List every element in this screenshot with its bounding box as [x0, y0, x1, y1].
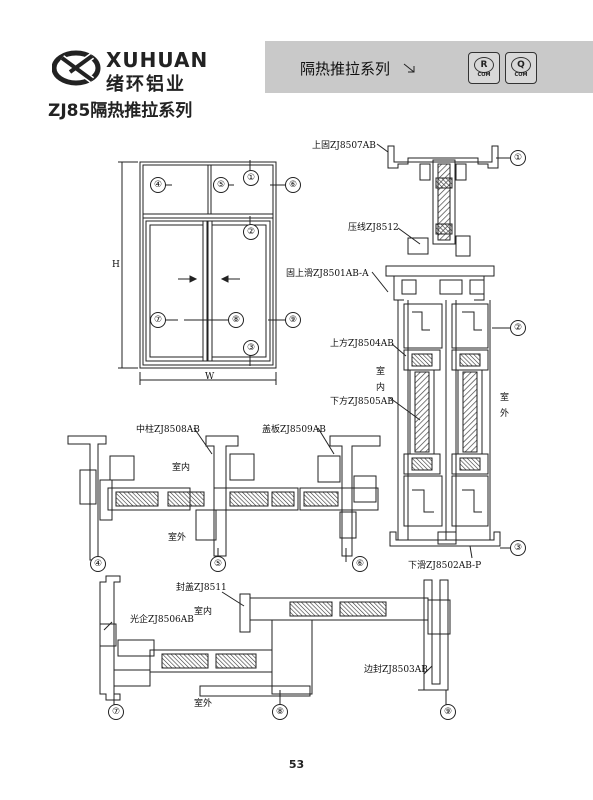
cert-badge-r: R COM [468, 52, 500, 84]
label-outdoor-bottom: 室外 [194, 699, 213, 709]
header-logo-area [0, 41, 265, 93]
page-number: 53 [288, 758, 305, 771]
brand-name-cn: 绪环铝业 [106, 74, 186, 95]
callout-1: ① [243, 170, 259, 186]
horizontal-section-789 [99, 575, 451, 708]
label-indoor-bottom: 室内 [194, 607, 213, 617]
callout-4: ④ [150, 177, 166, 193]
callout-5: ⑤ [213, 177, 229, 193]
label-upper-square: 上方ZJ8504AB [330, 339, 394, 349]
section-callout-2: ② [510, 320, 526, 336]
cert-badge-r-sub: COM [477, 72, 491, 78]
brand-name-en: XUHUAN [106, 48, 209, 72]
label-fixed-top-slide: 固上滑ZJ8501AB-A [286, 269, 369, 279]
label-outdoor-v1: 室 [500, 393, 510, 403]
section-callout-1: ① [510, 150, 526, 166]
brand-logo: XUHUAN 绪环铝业 [52, 46, 262, 95]
label-indoor-v1: 室 [376, 367, 386, 377]
label-indoor-mid: 室内 [172, 463, 191, 473]
series-label: 隔热推拉系列 [300, 60, 391, 78]
cert-badge-q-sub: COM [514, 72, 528, 78]
logo-icon [52, 50, 101, 86]
width-dimension-label: W [205, 372, 215, 382]
label-outdoor-mid: 室外 [168, 533, 187, 543]
label-side-seal: 边封ZJ8503AB [364, 665, 428, 675]
label-seal-cover: 封盖ZJ8511 [176, 583, 227, 593]
label-bottom-slide: 下滑ZJ8502AB-P [408, 561, 482, 571]
section-callout-5: ⑤ [210, 556, 226, 572]
label-top-fixed: 上固ZJ8507AB [312, 141, 376, 151]
height-dimension-label: H [112, 260, 120, 270]
callout-3: ③ [243, 340, 259, 356]
callout-2: ② [243, 224, 259, 240]
section-callout-6: ⑥ [352, 556, 368, 572]
label-lower-square: 下方ZJ8505AB [330, 397, 394, 407]
section-callout-3: ③ [510, 540, 526, 556]
section-callout-7: ⑦ [108, 704, 124, 720]
horizontal-section-456 [67, 427, 381, 562]
callout-9: ⑨ [285, 312, 301, 328]
label-indoor-v2: 内 [376, 383, 386, 393]
label-mullion: 中柱ZJ8508AB [136, 425, 200, 435]
callout-7: ⑦ [150, 312, 166, 328]
callout-8: ⑧ [228, 312, 244, 328]
cert-badge-r-letter: R [474, 57, 494, 73]
label-bead: 压线ZJ8512 [348, 223, 399, 233]
cert-badge-q: Q COM [505, 52, 537, 84]
window-elevation [118, 160, 287, 385]
vertical-section [371, 143, 510, 559]
cert-badge-q-letter: Q [511, 57, 531, 73]
section-callout-4: ④ [90, 556, 106, 572]
label-light-enterprise: 光企ZJ8506AB [130, 615, 194, 625]
section-callout-9: ⑨ [440, 704, 456, 720]
callout-6: ⑥ [285, 177, 301, 193]
section-callout-8: ⑧ [272, 704, 288, 720]
label-cover: 盖板ZJ8509AB [262, 425, 326, 435]
label-outdoor-v2: 外 [500, 409, 510, 419]
page-title: ZJ85隔热推拉系列 [48, 101, 193, 121]
